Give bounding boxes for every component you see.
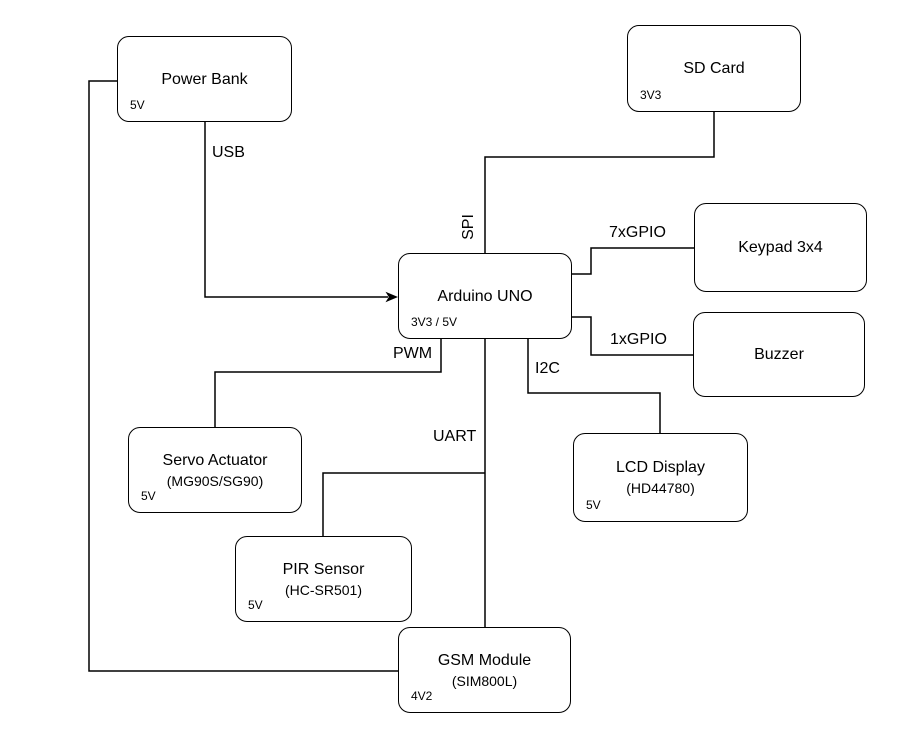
edge-power-line [88,80,398,672]
voltage-label: 3V3 / 5V [411,315,458,329]
edge-spi-line [484,112,715,253]
node-arduino-uno[interactable]: Arduino UNO 3V3 / 5V [398,253,572,339]
edge-label-spi: SPI [460,214,477,240]
edge-usb-line [204,122,388,298]
edge-label-i2c: I2C [535,360,560,377]
node-subtitle: (HD44780) [626,480,695,496]
voltage-label: 3V3 [640,88,662,102]
node-title: Power Bank [161,70,248,88]
voltage-label: 5V [586,498,601,512]
edge-label-usb: USB [212,144,245,161]
node-subtitle: (HC-SR501) [284,581,362,598]
node-lcd-display[interactable]: LCD Display (HD44780) 5V [573,433,748,522]
node-pir-sensor[interactable]: PIR Sensor (HC-SR501) 5V [235,536,412,622]
node-gsm-module[interactable]: GSM Module (SIM800L) 4V2 [398,627,571,713]
node-title: Arduino UNO [437,287,533,305]
node-subtitle: (SIM800L) [451,672,518,689]
voltage-label: 5V [130,98,145,112]
node-title: Keypad 3x4 [738,239,823,256]
node-title: SD Card [683,60,745,77]
edge-pwm-line [214,339,442,427]
edge-label-pwm: PWM [393,345,433,362]
usb-arrowhead [385,291,398,303]
edge-gpio7-line [572,247,694,275]
node-servo-actuator[interactable]: Servo Actuator (MG90S/SG90) 5V [128,427,302,513]
node-sd-card[interactable]: SD Card 3V3 [627,25,801,112]
voltage-label: 4V2 [411,689,433,703]
node-buzzer[interactable]: Buzzer [693,312,865,397]
node-title: Servo Actuator [162,451,268,469]
edge-uart-pir-branch [322,472,485,536]
node-keypad[interactable]: Keypad 3x4 [694,203,867,292]
edge-gpio1-line [572,316,693,356]
node-title: GSM Module [437,651,532,669]
edge-label-7xgpio: 7xGPIO [609,224,666,241]
edge-label-uart: UART [433,428,477,445]
node-title: PIR Sensor [282,560,365,578]
node-power-bank[interactable]: Power Bank 5V [117,36,292,122]
voltage-label: 5V [248,598,263,612]
node-subtitle: (MG90S/SG90) [166,472,264,489]
node-title: Buzzer [754,346,804,363]
edge-label-1xgpio: 1xGPIO [610,331,667,348]
node-title: LCD Display [616,459,705,476]
edge-i2c-line [527,339,661,433]
voltage-label: 5V [141,489,156,503]
